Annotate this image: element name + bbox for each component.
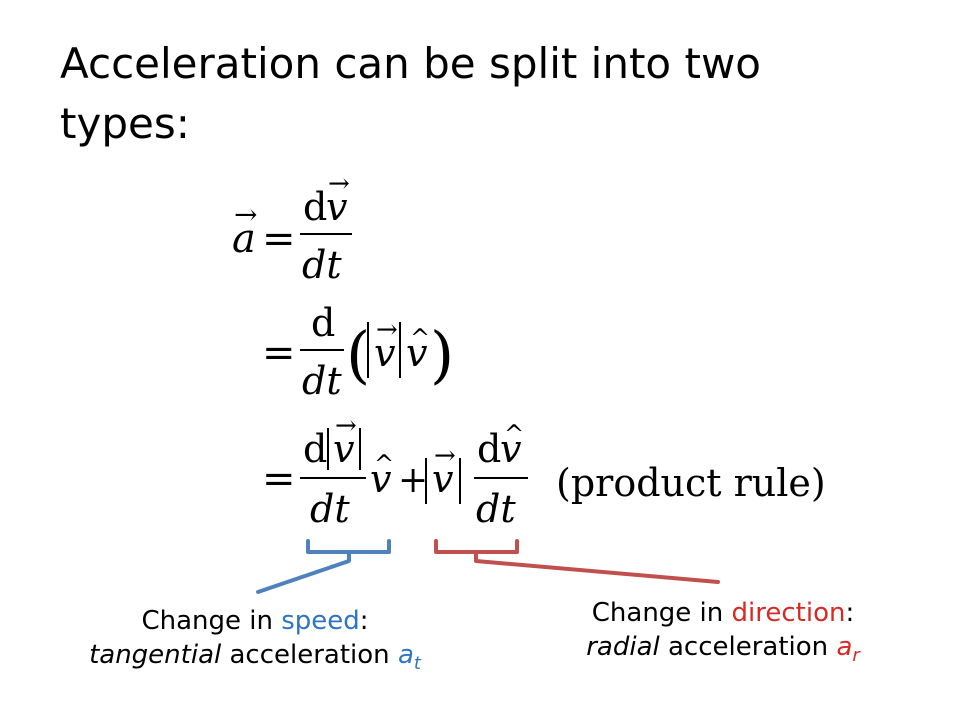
equation-line-3: = d v → dt v ^ + v → d v ^ dt bbox=[262, 411, 826, 531]
denominator-dt: dt bbox=[476, 487, 516, 531]
magnitude-v: v bbox=[374, 331, 396, 375]
equation-line-1: a → = d v → dt bbox=[232, 169, 352, 287]
plus-sign: + bbox=[398, 460, 428, 501]
equals-sign: = bbox=[262, 456, 296, 502]
equals-sign: = bbox=[262, 330, 296, 376]
tangential-label: tangential bbox=[89, 640, 222, 670]
direction-caption-line-1: Change in direction: bbox=[488, 596, 958, 630]
hat-symbol: ^ bbox=[374, 450, 394, 478]
equation-line-2: = d dt ( v → v ^ ) bbox=[262, 301, 454, 403]
speed-connector-line bbox=[256, 550, 351, 594]
caption-text: acceleration bbox=[221, 640, 398, 670]
caption-text: acceleration bbox=[659, 632, 837, 662]
vector-arrow: → bbox=[335, 411, 357, 441]
vector-arrow: → bbox=[434, 441, 456, 471]
radial-label: radial bbox=[586, 632, 660, 662]
product-rule-note: (product rule) bbox=[556, 461, 826, 505]
magnitude-v: v bbox=[333, 427, 355, 471]
hat-symbol: ^ bbox=[504, 420, 524, 448]
direction-connector-line bbox=[474, 550, 720, 584]
unit-vector-v: v bbox=[406, 331, 428, 375]
denominator-dt: dt bbox=[302, 359, 342, 403]
vector-arrow: → bbox=[376, 315, 398, 345]
equals-sign: = bbox=[262, 216, 296, 262]
direction-caption-line-2: radial acceleration ar bbox=[488, 630, 958, 673]
numerator-d: d bbox=[303, 427, 327, 471]
tangential-subscript: t bbox=[413, 653, 421, 675]
slide-title: Acceleration can be split into two types… bbox=[60, 39, 761, 148]
speed-caption-line-2: tangential acceleration at bbox=[20, 638, 490, 681]
vector-arrow: → bbox=[234, 198, 257, 231]
denominator-dt: dt bbox=[302, 243, 342, 287]
radial-accel-symbol: a bbox=[836, 632, 853, 662]
magnitude-v: v bbox=[432, 457, 454, 501]
left-paren: ( bbox=[346, 318, 370, 391]
unit-vector-v: v bbox=[370, 457, 392, 501]
speed-caption: Change in speed: tangential acceleration… bbox=[20, 604, 490, 681]
denominator-dt: dt bbox=[310, 487, 350, 531]
right-paren: ) bbox=[430, 318, 454, 391]
speed-keyword: speed bbox=[281, 606, 360, 636]
direction-caption: Change in direction: radial acceleration… bbox=[488, 596, 958, 673]
direction-keyword: direction bbox=[731, 598, 846, 628]
numerator-d: d bbox=[477, 427, 501, 471]
numerator-v: v bbox=[326, 185, 348, 229]
caption-text: : bbox=[845, 598, 855, 628]
speed-caption-line-1: Change in speed: bbox=[20, 604, 490, 638]
radial-subscript: r bbox=[852, 645, 860, 667]
hat-symbol: ^ bbox=[410, 324, 430, 352]
caption-text: : bbox=[359, 606, 369, 636]
accel-symbol: a bbox=[232, 216, 256, 262]
tangential-accel-symbol: a bbox=[397, 640, 414, 670]
numerator-d: d bbox=[311, 301, 335, 345]
caption-text: Change in bbox=[591, 598, 732, 628]
vector-arrow: → bbox=[328, 169, 350, 199]
caption-text: Change in bbox=[141, 606, 282, 636]
numerator-d: d bbox=[303, 185, 327, 229]
numerator-v-hat: v bbox=[500, 427, 522, 471]
